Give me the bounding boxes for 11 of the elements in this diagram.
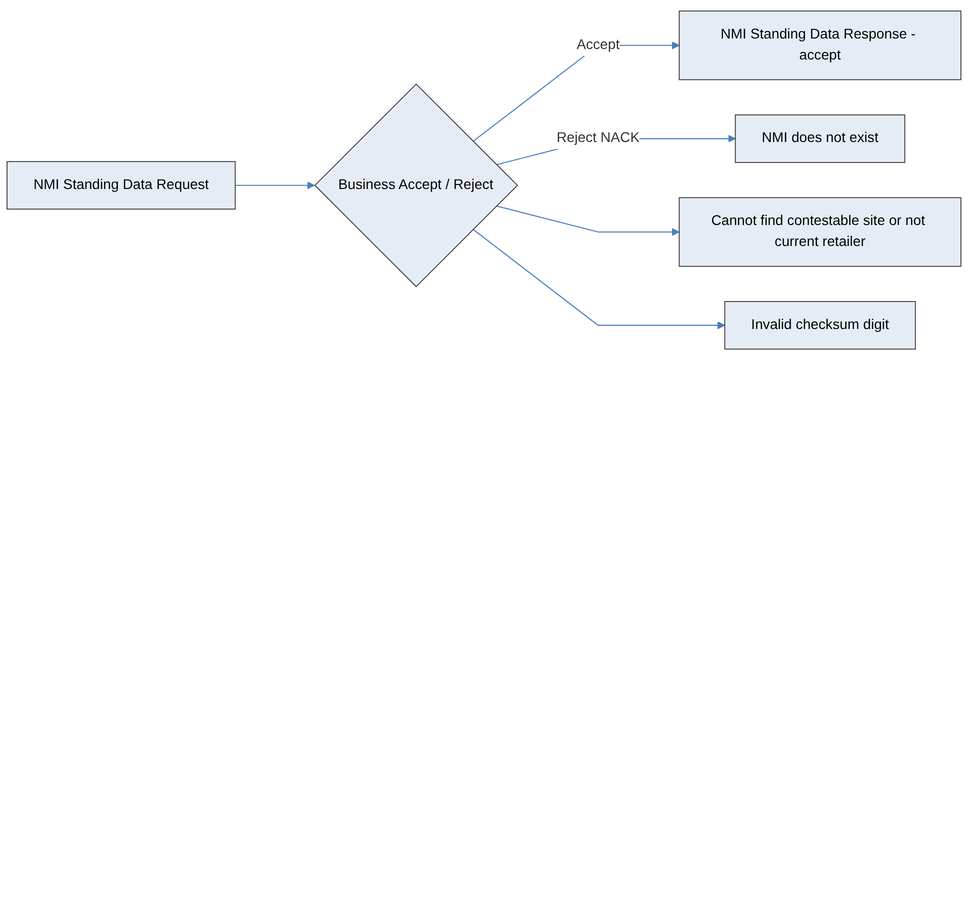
node-box: NMI Standing Data Response - accept	[678, 10, 962, 80]
node-box: Invalid checksum digit	[724, 301, 916, 350]
node-box: Cannot find contestable site or not current retailer	[678, 197, 962, 267]
edge-label: Accept	[576, 37, 620, 52]
node-box: NMI Standing Data Request	[6, 161, 236, 210]
arrow	[496, 205, 680, 236]
node-box: NMI does not exist	[734, 114, 906, 163]
node-diamond: Business Accept / Reject	[314, 83, 518, 288]
edge-label: Reject NACK	[556, 130, 640, 146]
arrow	[235, 181, 315, 190]
arrow	[472, 228, 726, 330]
